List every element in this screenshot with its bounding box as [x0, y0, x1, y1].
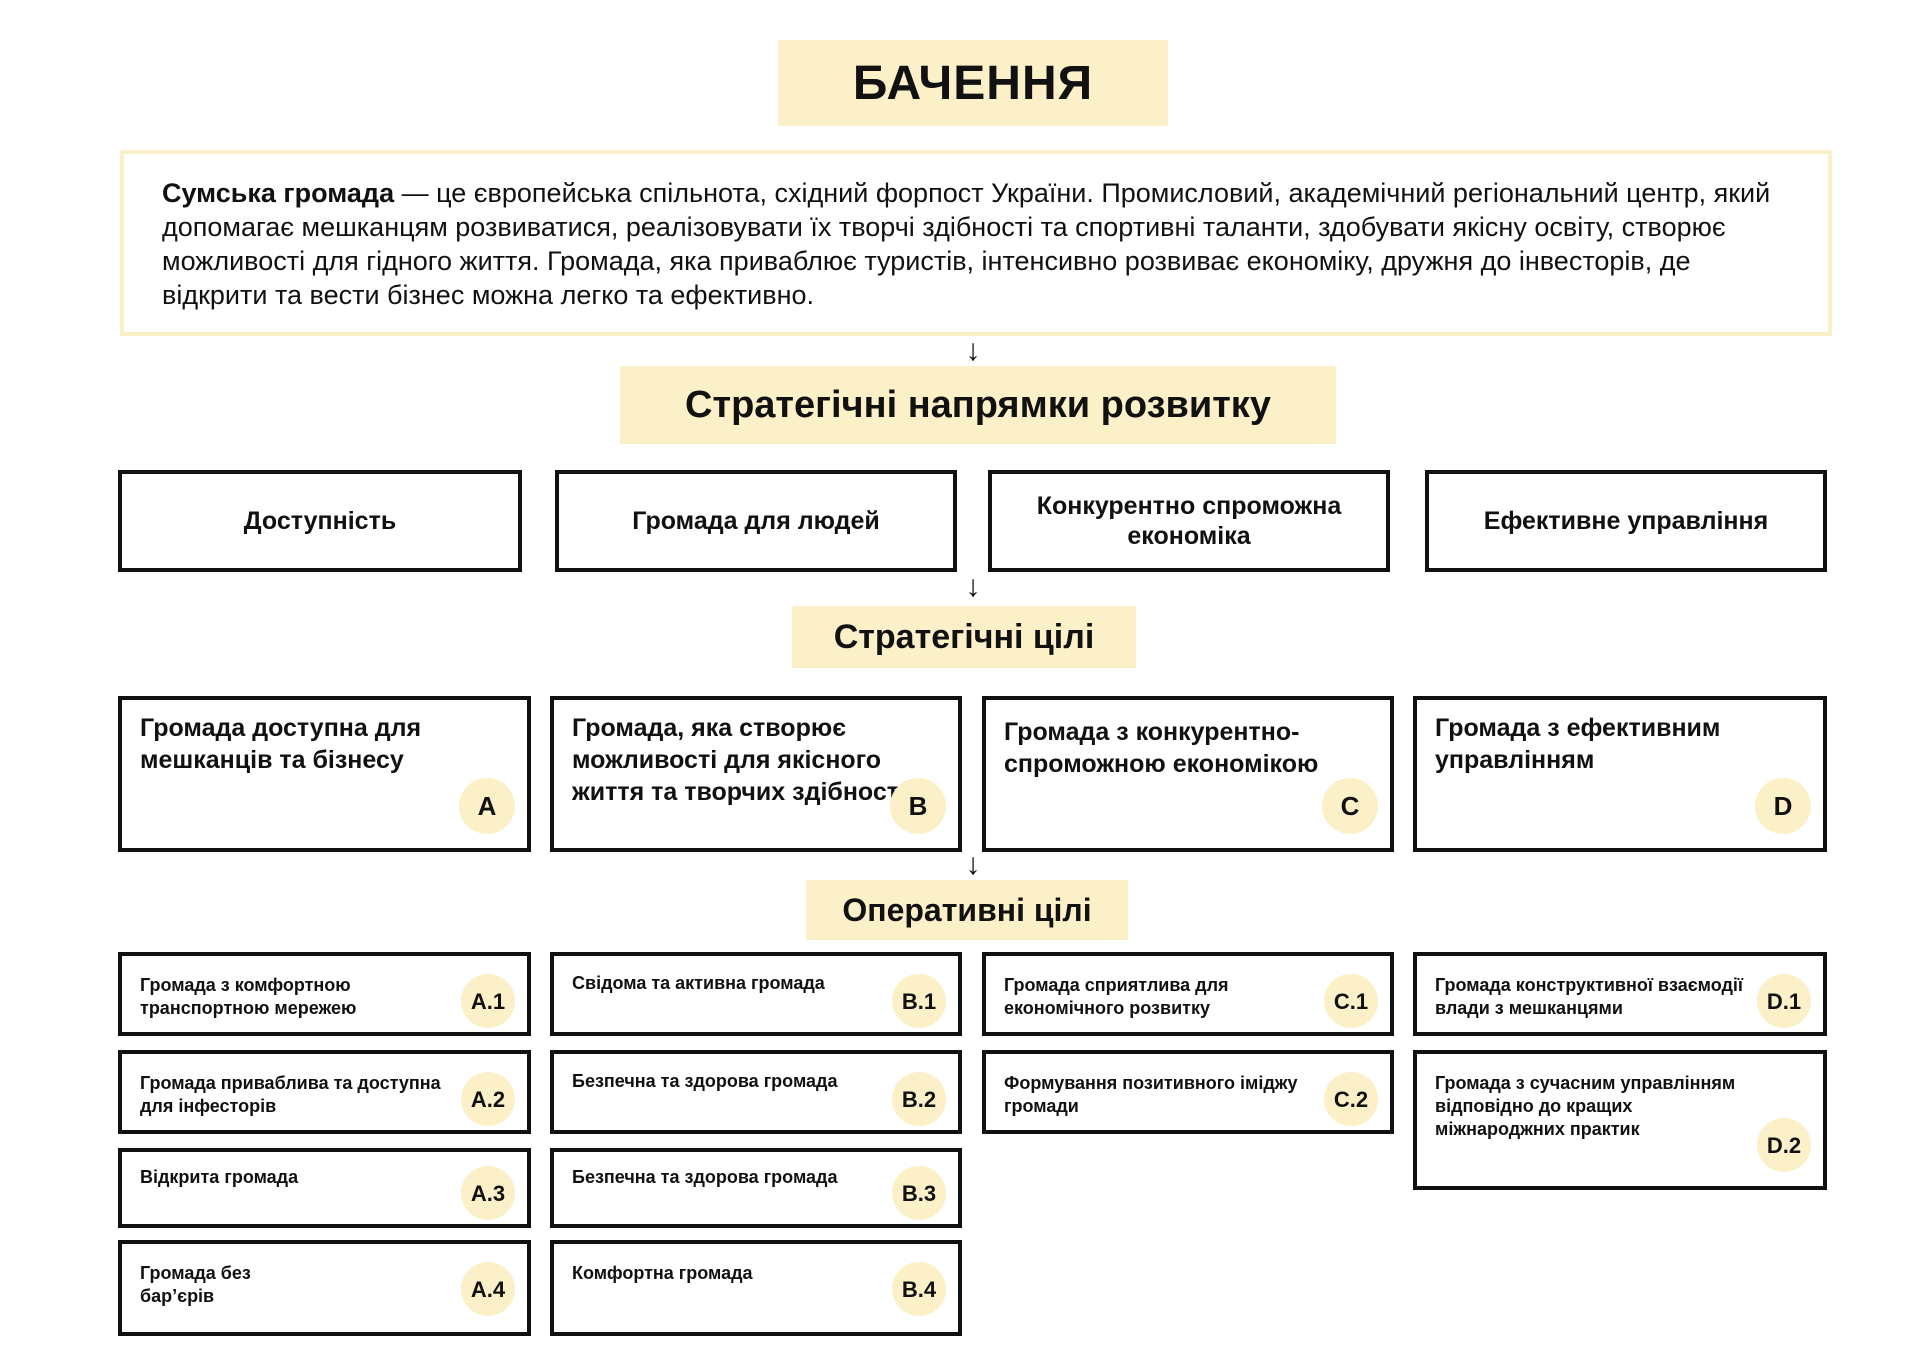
operational-goal-box: Формування позитивного іміджу громади C.…: [982, 1050, 1394, 1134]
operational-goal-box: Громада конструктивної взаємодії влади з…: [1413, 952, 1827, 1036]
vision-text: — це європейська спільнота, східний форп…: [162, 178, 1771, 310]
arrow-down-icon: ↓: [965, 334, 981, 367]
operational-goal-text: Громада з комфортною транспортною мереже…: [140, 975, 357, 1018]
goal-code-badge: C.1: [1324, 974, 1378, 1028]
strategic-goal-text: Громада з ефективним управлінням: [1435, 714, 1721, 774]
operational-goal-box: Громада з комфортною транспортною мереже…: [118, 952, 531, 1036]
strategic-goal-text: Громада з конкурентно-спроможною економі…: [1004, 718, 1319, 778]
operational-goal-text: Громада конструктивної взаємодії влади з…: [1435, 975, 1743, 1018]
direction-box: Конкурентно спроможна економіка: [988, 470, 1390, 572]
direction-label: Ефективне управління: [1483, 507, 1769, 535]
direction-label: Громада для людей: [632, 507, 880, 535]
direction-box: Доступність: [118, 470, 522, 572]
goal-code-badge: B.2: [892, 1072, 946, 1126]
goal-code-badge: A.3: [461, 1166, 515, 1220]
operational-goal-box: Комфортна громада B.4: [550, 1240, 962, 1336]
operational-goal-text: Громада сприятлива для економічного розв…: [1004, 975, 1229, 1018]
goal-code-badge: D.1: [1757, 974, 1811, 1028]
goal-code-badge: D: [1755, 778, 1811, 834]
directions-title: Стратегічні напрямки розвитку: [620, 366, 1336, 444]
direction-label: Доступність: [243, 507, 397, 535]
strategic-goals-title: Стратегічні цілі: [792, 606, 1136, 668]
arrow-down-icon: ↓: [965, 848, 981, 881]
goal-code-badge: C.2: [1324, 1072, 1378, 1126]
operational-goal-box: Громада без бар’єрів A.4: [118, 1240, 531, 1336]
operational-goal-box: Відкрита громада A.3: [118, 1148, 531, 1228]
strategic-goal-box: Громада з конкурентно-спроможною економі…: [982, 696, 1394, 852]
operational-goal-box: Безпечна та здорова громада B.2: [550, 1050, 962, 1134]
operational-goal-box: Свідома та активна громада B.1: [550, 952, 962, 1036]
goal-code-badge: A.4: [461, 1262, 515, 1316]
operational-goal-text: Свідома та активна громада: [572, 973, 825, 993]
goal-code-badge: A.2: [461, 1072, 515, 1126]
goal-code-badge: B.3: [892, 1166, 946, 1220]
strategic-goal-box: Громада доступна для мешканців та бізнес…: [118, 696, 531, 852]
vision-title: БАЧЕННЯ: [778, 40, 1168, 126]
goal-code-badge: A.1: [461, 974, 515, 1028]
operational-goal-box: Громада з сучасним управлінням відповідн…: [1413, 1050, 1827, 1190]
direction-box: Громада для людей: [555, 470, 957, 572]
strategic-goal-box: Громада, яка створює можливості для якіс…: [550, 696, 962, 852]
operational-goal-text: Відкрита громада: [140, 1167, 299, 1187]
operational-goal-text: Громада з сучасним управлінням відповідн…: [1435, 1073, 1736, 1139]
arrow-down-icon: ↓: [965, 570, 981, 603]
operational-goal-text: Комфортна громада: [572, 1263, 753, 1283]
operational-goal-box: Громада приваблива та доступна для інфес…: [118, 1050, 531, 1134]
operational-goal-text: Громада приваблива та доступна для інфес…: [140, 1073, 441, 1116]
operational-goal-text: Формування позитивного іміджу громади: [1004, 1073, 1298, 1116]
goal-code-badge: C: [1322, 778, 1378, 834]
direction-box: Ефективне управління: [1425, 470, 1827, 572]
vision-lead: Сумська громада: [162, 178, 395, 208]
operational-goals-title: Оперативні цілі: [806, 880, 1128, 940]
operational-goal-text: Громада без бар’єрів: [140, 1263, 251, 1306]
goal-code-badge: A: [459, 778, 515, 834]
vision-statement: Сумська громада — це європейська спільно…: [120, 150, 1832, 336]
operational-goal-box: Безпечна та здорова громада B.3: [550, 1148, 962, 1228]
goal-code-badge: B.1: [892, 974, 946, 1028]
direction-label: Конкурентно спроможна економіка: [1036, 492, 1342, 550]
operational-goal-text: Безпечна та здорова громада: [572, 1071, 838, 1091]
strategic-goal-text: Громада доступна для мешканців та бізнес…: [140, 714, 422, 774]
operational-goal-box: Громада сприятлива для економічного розв…: [982, 952, 1394, 1036]
strategic-goal-box: Громада з ефективним управлінням D: [1413, 696, 1827, 852]
goal-code-badge: B.4: [892, 1262, 946, 1316]
strategic-goal-text: Громада, яка створює можливості для якіс…: [572, 714, 929, 806]
goal-code-badge: D.2: [1757, 1118, 1811, 1172]
goal-code-badge: B: [890, 778, 946, 834]
operational-goal-text: Безпечна та здорова громада: [572, 1167, 838, 1187]
